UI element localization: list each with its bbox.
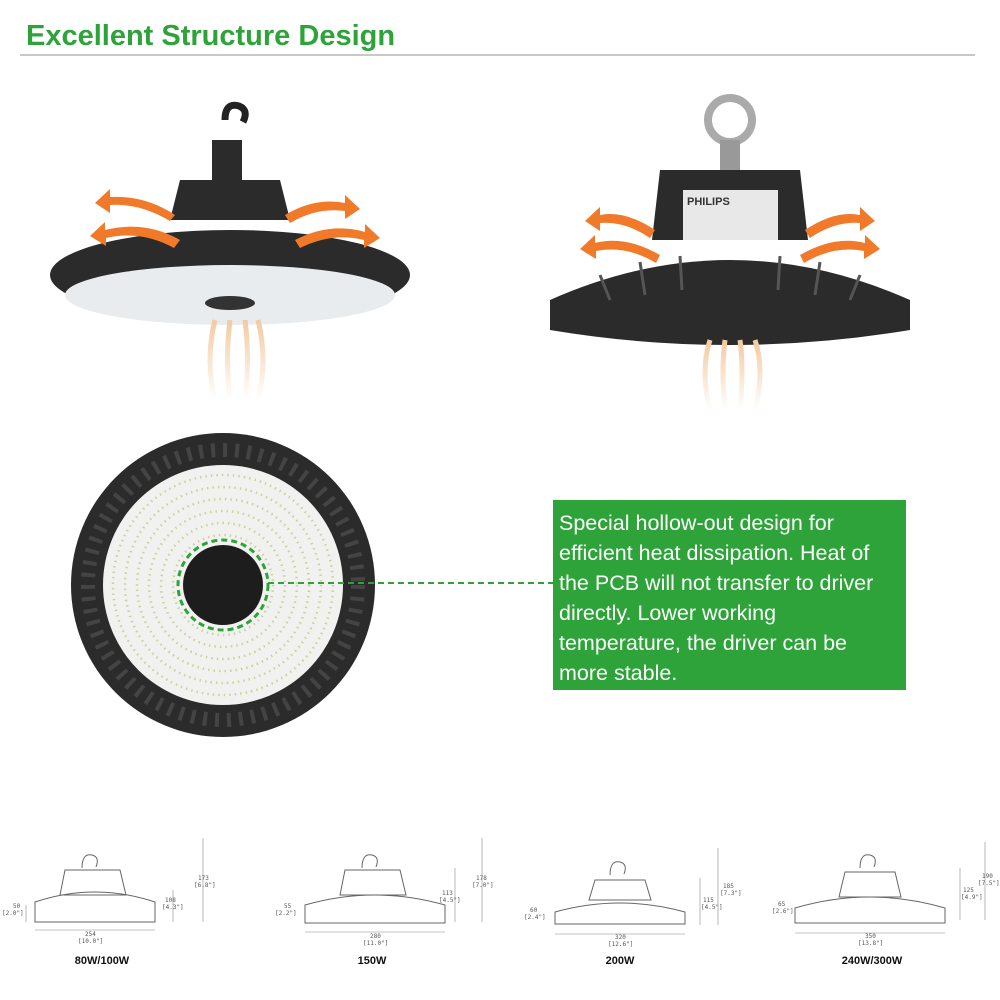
dimension-drawing-0: 254[10.0"] 108[4.3"] 173[6.8"] 50[2.0"]: [0, 830, 240, 950]
model-label: 240W/300W: [841, 955, 903, 967]
dimension-drawing-2: 320[12.6"] 115[4.5"] 185[7.3"] 60[2.4"]: [520, 830, 760, 950]
dim-total-height-in: [7.0"]: [472, 882, 494, 889]
lamp-hook-view: [50, 101, 410, 401]
hollow-center-highlight: [176, 538, 270, 632]
airflow-down: [207, 319, 266, 401]
dim-diameter: 254: [85, 931, 96, 938]
arrow-icon: [580, 207, 880, 263]
dim-total-height-in: [6.8"]: [194, 882, 216, 889]
dim-body-height: 108: [165, 897, 176, 904]
model-label: 200W: [605, 955, 635, 967]
dim-total-height: 190: [982, 873, 993, 880]
dim-body-height-in: [4.5"]: [701, 904, 723, 911]
dim-diameter: 350: [865, 933, 876, 940]
dim-diameter-in: [13.8"]: [858, 940, 883, 947]
dim-body-height: 115: [703, 897, 714, 904]
dim-base-height: 55: [284, 903, 292, 910]
title-divider: [20, 54, 975, 56]
arrow-icon: [90, 189, 380, 248]
dim-total-height-in: [7.5"]: [978, 880, 1000, 887]
model-label: 150W: [357, 955, 387, 967]
dim-total-height: 178: [476, 875, 487, 882]
dim-body-height: 113: [442, 890, 453, 897]
dim-body-height-in: [4.3"]: [162, 904, 184, 911]
model-label: 80W/100W: [74, 955, 130, 967]
dim-diameter: 280: [370, 933, 381, 940]
dim-base-height: 65: [778, 901, 786, 908]
dim-base-height: 50: [13, 903, 21, 910]
callout-text: Special hollow-out design for efficient …: [553, 500, 906, 690]
dimension-drawing-3: 350[13.8"] 125[4.9"] 190[7.5"] 65[2.6"]: [770, 830, 1000, 950]
dim-diameter-in: [11.0"]: [363, 940, 388, 947]
dim-base-height-in: [2.4"]: [524, 914, 546, 921]
driver-brand: PHILIPS: [687, 196, 730, 208]
callout-leader-line: [268, 582, 558, 584]
dim-total-height: 185: [723, 883, 734, 890]
dim-diameter-in: [12.6"]: [608, 941, 633, 948]
dim-base-height-in: [2.0"]: [2, 910, 24, 917]
dim-body-height-in: [4.9"]: [961, 894, 983, 901]
dim-diameter-in: [10.0"]: [78, 938, 103, 945]
dim-base-height: 60: [530, 907, 538, 914]
dimension-drawing-1: 280[11.0"] 113[4.5"] 178[7.0"] 55[2.2"]: [270, 830, 510, 950]
dim-body-height: 125: [963, 887, 974, 894]
dim-body-height-in: [4.5"]: [439, 897, 461, 904]
dim-total-height-in: [7.3"]: [720, 890, 742, 897]
dim-total-height: 173: [198, 875, 209, 882]
dim-base-height-in: [2.6"]: [772, 908, 794, 915]
lamp-bottom-view: [71, 433, 375, 737]
lamp-eyebolt-view: PHILIPS: [550, 94, 910, 411]
dim-diameter: 320: [615, 934, 626, 941]
page-title: Excellent Structure Design: [26, 20, 396, 52]
dim-base-height-in: [2.2"]: [275, 910, 297, 917]
